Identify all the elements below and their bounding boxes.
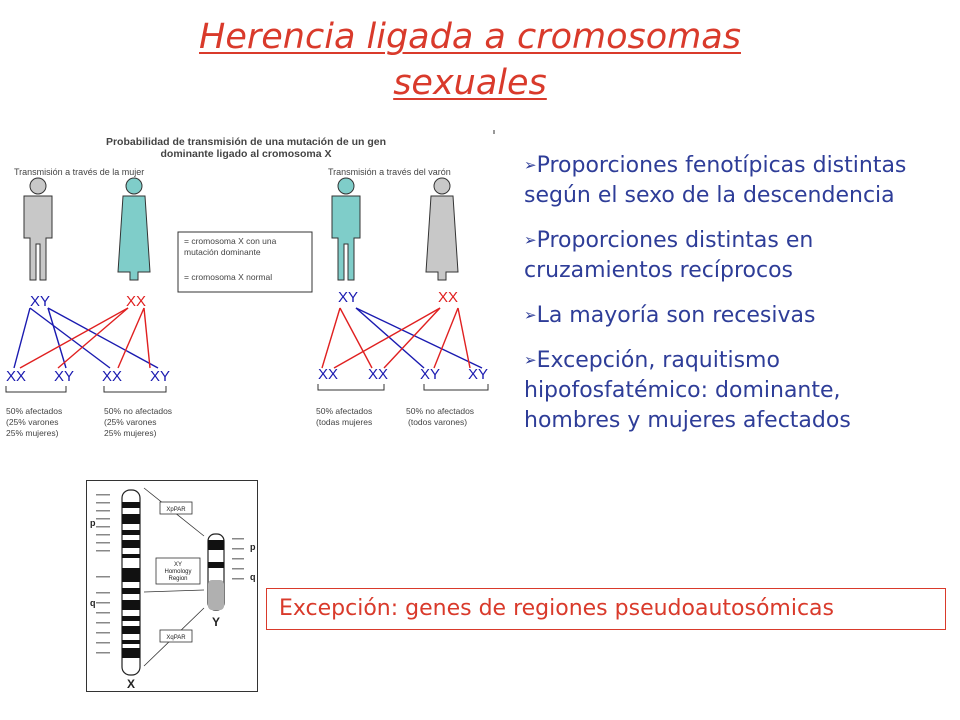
right-parent-female-genotype: XX (438, 289, 458, 306)
right-parent-male-genotype: XY (338, 289, 358, 306)
bullet-item: ➢Proporciones fenotípicas distintas segú… (524, 150, 934, 211)
xy-homology-line-1: XY (174, 562, 182, 568)
right-note-unaffected: 50% no afectados (todos varones) (406, 406, 474, 427)
bullet-item: ➢La mayoría son recesivas (524, 300, 934, 331)
left-parent-male-genotype: XY (30, 293, 50, 310)
left-father-figure (23, 177, 53, 281)
arrow-bullet-icon: ➢ (524, 306, 537, 324)
diagram-heading-line-2: dominante ligado al cromosoma X (161, 148, 332, 160)
xppar-label: XpPAR (166, 507, 186, 513)
x-band-numbers (96, 494, 110, 654)
right-note-unaffected-l2: (todos varones) (408, 417, 467, 427)
left-offspring-4: XY (150, 368, 170, 385)
right-note-unaffected-l1: 50% no afectados (406, 406, 474, 416)
x-chromosome-bands (122, 502, 140, 658)
arrow-bullet-icon: ➢ (524, 351, 537, 369)
right-mother-figure (425, 177, 459, 281)
left-note-unaffected-l3: 25% mujeres) (104, 428, 157, 438)
left-offspring-2: XY (54, 368, 74, 385)
left-note-unaffected-l1: 50% no afectados (104, 406, 172, 416)
left-note-affected: 50% afectados (25% varones 25% mujeres) (6, 406, 62, 438)
left-note-unaffected-l2: (25% varones (104, 417, 156, 427)
bullet-list: ➢Proporciones fenotípicas distintas segú… (524, 150, 934, 450)
left-caption: Transmisión a través de la mujer (14, 167, 144, 177)
title-line-2: sexuales (393, 63, 547, 103)
legend-mutated-line-2: mutación dominante (184, 247, 261, 257)
right-offspring-2: XX (368, 366, 388, 383)
x-q-arm-label: q (90, 598, 96, 608)
inheritance-diagram: Probabilidad de transmisión de una mutac… (5, 130, 495, 438)
right-father-figure (331, 177, 361, 281)
offspring-brackets (5, 384, 489, 393)
bullet-text: La mayoría son recesivas (536, 303, 816, 328)
legend-mutated-line-1: = cromosoma X con una (184, 236, 277, 246)
left-note-affected-l3: 25% mujeres) (6, 428, 59, 438)
bullet-text: Proporciones fenotípicas distintas según… (524, 153, 907, 208)
xy-homology-line-2: Homology (164, 569, 191, 575)
legend-normal: = cromosoma X normal (184, 272, 272, 282)
right-cross-lines (321, 307, 483, 369)
homology-box-bottom: XqPAR (159, 629, 193, 643)
right-offspring-4: XY (468, 366, 488, 383)
xqpar-label: XqPAR (166, 635, 186, 641)
bullet-item: ➢Excepción, raquitismo hipofosfatémico: … (524, 345, 934, 436)
right-note-affected: 50% afectados (todas mujeres (316, 406, 372, 427)
arrow-bullet-icon: ➢ (524, 231, 537, 249)
right-note-affected-l2: (todas mujeres (316, 417, 372, 427)
y-q-arm-label: q (250, 572, 256, 582)
bullet-text: Excepción, raquitismo hipofosfatémico: d… (524, 348, 851, 433)
legend-box: = cromosoma X con una mutación dominante… (177, 231, 313, 293)
left-offspring-1: XX (6, 368, 26, 385)
homology-box-top: XpPAR (159, 501, 193, 515)
homology-box-mid: XY Homology Region (155, 557, 201, 585)
left-parent-female-genotype: XX (126, 293, 146, 310)
exception-box: Excepción: genes de regiones pseudoautos… (266, 588, 946, 630)
arrow-bullet-icon: ➢ (524, 156, 537, 174)
y-p-arm-label: p (250, 542, 256, 552)
right-caption: Transmisión a través del varón (328, 167, 451, 177)
right-note-affected-l1: 50% afectados (316, 406, 372, 416)
left-mother-figure (117, 177, 151, 281)
right-offspring-1: XX (318, 366, 338, 383)
y-chromosome-label: Y (212, 615, 220, 629)
title-line-1: Herencia ligada a cromosomas (199, 17, 741, 57)
left-note-affected-l1: 50% afectados (6, 406, 62, 416)
bullet-item: ➢Proporciones distintas en cruzamientos … (524, 225, 934, 286)
left-note-unaffected: 50% no afectados (25% varones 25% mujere… (104, 406, 172, 438)
chromosome-figure: XpPAR XY Homology Region XqPAR p q p q X… (86, 480, 258, 692)
diagram-heading-line-1: Probabilidad de transmisión de una mutac… (106, 136, 386, 148)
x-p-arm-label: p (90, 518, 96, 528)
bullet-text: Proporciones distintas en cruzamientos r… (524, 228, 814, 283)
left-offspring-3: XX (102, 368, 122, 385)
xy-homology-line-3: Region (168, 576, 187, 582)
left-note-affected-l2: (25% varones (6, 417, 58, 427)
right-offspring-3: XY (420, 366, 440, 383)
left-cross-lines (13, 307, 159, 369)
x-chromosome-label: X (127, 677, 135, 691)
slide-title: Herencia ligada a cromosomas sexuales (150, 14, 790, 106)
